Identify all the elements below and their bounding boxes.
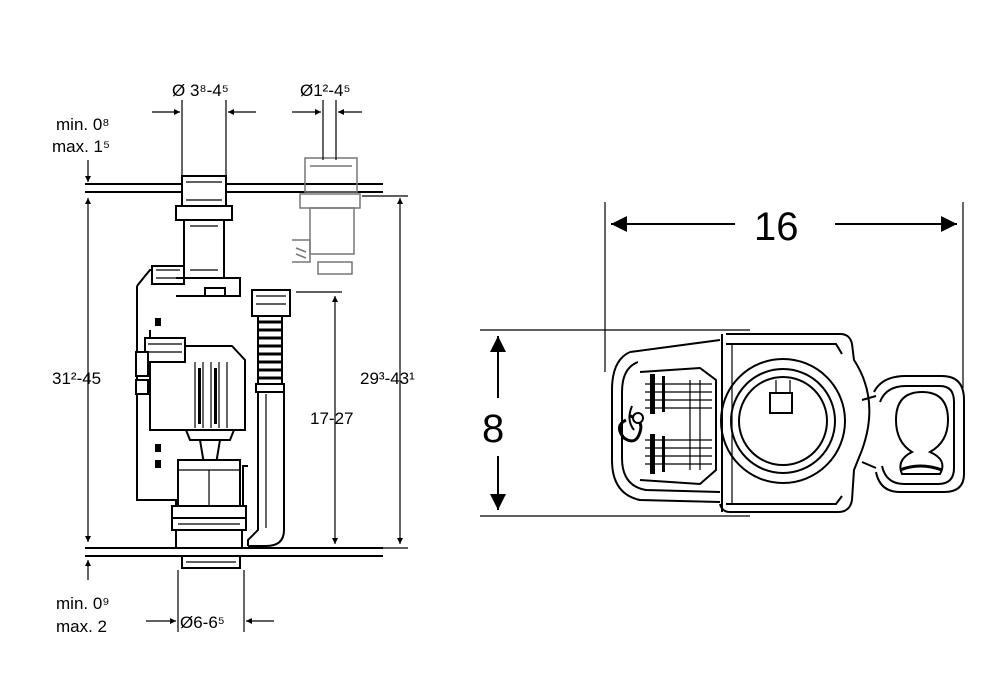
overflow-pipe bbox=[247, 289, 291, 547]
overflow-cap-plan bbox=[861, 375, 965, 493]
side-view: 31²-45 29³-43¹ 17-27 min. 0⁸ max. 1⁵ min… bbox=[52, 81, 415, 636]
dim-top-left-diameter bbox=[152, 100, 256, 178]
valve-ribs bbox=[194, 362, 228, 428]
dim-bottom-diameter bbox=[146, 570, 274, 632]
top-max-label: max. 1⁵ bbox=[52, 137, 110, 156]
corrugated-hose bbox=[257, 316, 283, 384]
dim-right-height bbox=[362, 195, 408, 549]
width-label: 16 bbox=[754, 205, 799, 249]
left-height-label: 31²-45 bbox=[52, 369, 101, 388]
top-min-label: min. 0⁸ bbox=[56, 115, 109, 134]
push-button-left bbox=[175, 175, 233, 279]
bottom-max-label: max. 2 bbox=[56, 617, 107, 636]
bottom-diameter-label: Ø6-6⁵ bbox=[180, 613, 225, 632]
valve-plan-internals bbox=[618, 366, 717, 486]
dim-top-right-diameter bbox=[292, 100, 362, 160]
dim-height bbox=[480, 329, 750, 517]
bottom-base-plate bbox=[85, 547, 383, 557]
push-button-right-ghost bbox=[292, 157, 361, 275]
bottom-min-label: min. 0⁹ bbox=[56, 594, 110, 613]
flush-valve-body bbox=[135, 265, 248, 569]
top-left-diameter-label: Ø 3⁸-4⁵ bbox=[172, 81, 229, 100]
valve-center-ring bbox=[720, 358, 846, 484]
dim-inner-height bbox=[296, 291, 342, 544]
top-view: 16 8 bbox=[480, 202, 965, 517]
top-wall-plate bbox=[85, 183, 383, 193]
dim-width bbox=[604, 202, 964, 388]
top-right-diameter-label: Ø1²-4⁵ bbox=[300, 81, 351, 100]
right-height-label: 29³-43¹ bbox=[360, 369, 415, 388]
height-label: 8 bbox=[482, 407, 504, 451]
valve-plan-outline bbox=[611, 333, 871, 513]
inner-height-label: 17-27 bbox=[310, 409, 353, 428]
